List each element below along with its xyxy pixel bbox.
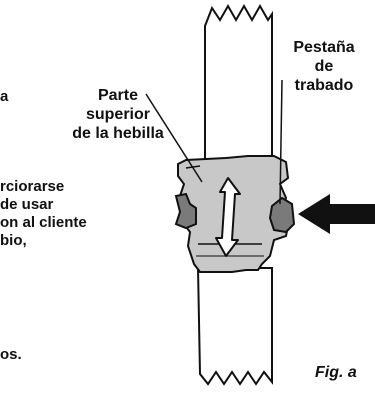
- lock-tab-label-line-1: Pestaña: [293, 39, 355, 56]
- cropped-text-3: de usar: [0, 196, 54, 213]
- lock-tab: [268, 196, 296, 234]
- buckle-top-leader-line: [145, 93, 203, 183]
- lock-tab-leader-line: [279, 79, 283, 205]
- cropped-text-1: a: [0, 88, 9, 105]
- cropped-text-4: on al cliente: [0, 214, 87, 231]
- lock-tab-label-line-2: de: [314, 58, 334, 75]
- upper-strap: [204, 3, 273, 161]
- left-clip: [174, 192, 197, 230]
- cropped-text-2: rciorarse: [0, 178, 65, 195]
- buckle-top-label-line-1: Parte: [97, 87, 139, 104]
- buckle-top-label-line-2: superior: [85, 106, 150, 123]
- buckle-top-label: Parte superior de la hebilla: [68, 86, 168, 143]
- lower-strap: [196, 267, 273, 386]
- figure-label: Fig. a: [315, 364, 357, 381]
- cropped-text-6: os.: [0, 346, 22, 363]
- buckle-top-label-line-3: de la hebilla: [72, 125, 164, 142]
- push-arrow-icon: [298, 194, 375, 234]
- double-arrow-icon: [215, 177, 241, 257]
- cropped-text-5: bio,: [0, 232, 27, 249]
- lock-tab-label: Pestaña de trabado: [276, 38, 372, 95]
- lock-tab-label-line-3: trabado: [294, 77, 354, 94]
